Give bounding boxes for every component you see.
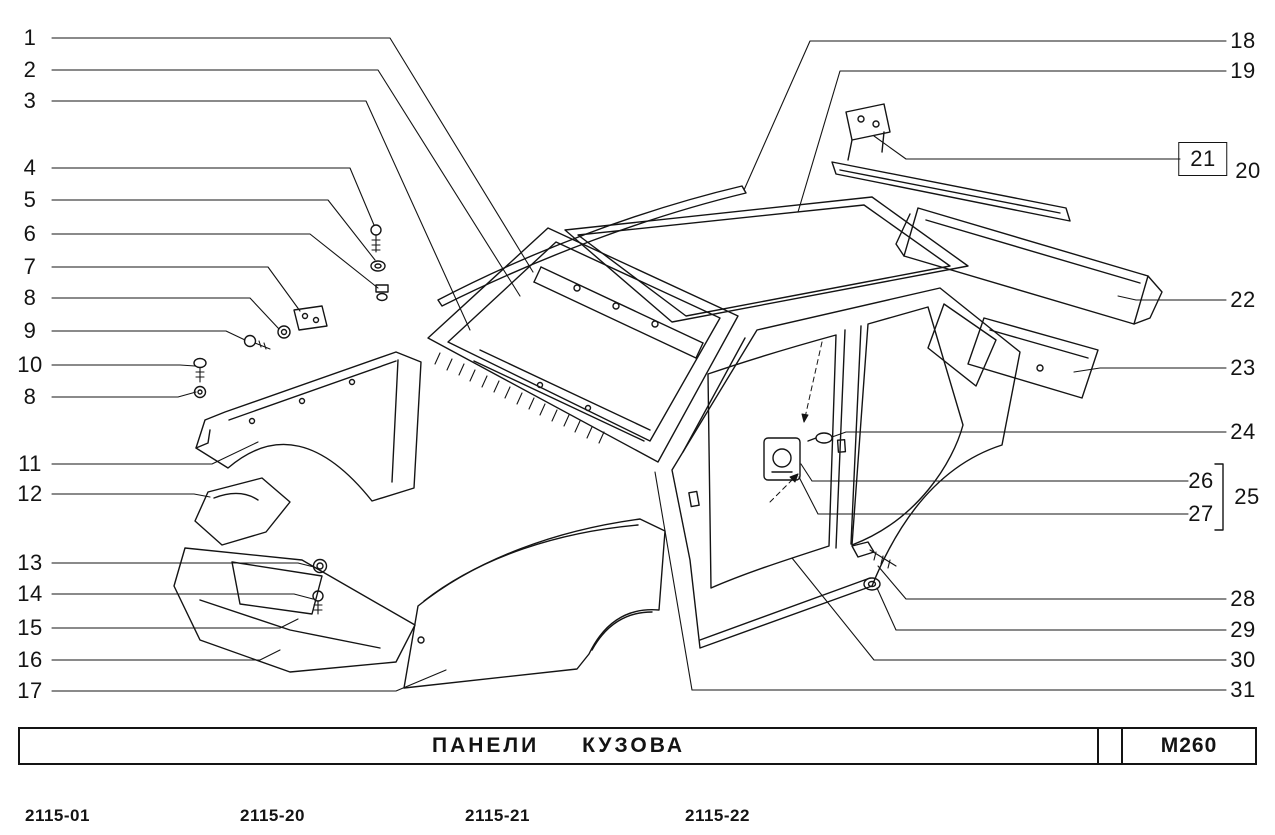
- rear-window-frame: [895, 207, 1163, 325]
- splash-shields: [173, 547, 416, 673]
- front-door-panel: [403, 518, 666, 689]
- leader-line-18: [743, 40, 1227, 191]
- model-code: 2115-20: [240, 806, 305, 825]
- rear-shelf-crossmember: [831, 103, 1071, 222]
- grommet-5: [370, 260, 386, 272]
- front-fender: [195, 351, 422, 502]
- lock-pin: [807, 432, 833, 444]
- leader-line-19: [797, 70, 1227, 213]
- washer-8a: [277, 325, 291, 339]
- door-lock-assembly: [763, 437, 801, 481]
- diagram-title: ПАНЕЛИ КУЗОВА: [432, 734, 685, 757]
- model-codes-row: 2115-01 2115-20 2115-21 2115-22: [0, 800, 1275, 832]
- leader-line-27: [798, 476, 1189, 515]
- sheet-code: М260: [1160, 734, 1218, 757]
- leader-line-29: [876, 587, 1227, 631]
- windshield-molding: [437, 185, 747, 307]
- leader-line-11: [51, 441, 259, 465]
- title-bar: ПАНЕЛИ КУЗОВА М260: [18, 727, 1257, 765]
- clip-6: [375, 284, 389, 302]
- windshield-frame: [427, 227, 739, 463]
- leader-line-22: [1117, 295, 1227, 301]
- leader-line-9: [51, 330, 246, 341]
- roof-panel: [564, 196, 969, 323]
- nut-13: [312, 558, 328, 574]
- diagram-title-cell: ПАНЕЛИ КУЗОВА: [20, 729, 1099, 763]
- screw-14: [312, 590, 324, 615]
- bolt-9: [243, 334, 271, 350]
- leader-line-23: [1073, 367, 1227, 373]
- leader-line-7: [51, 266, 301, 312]
- leader-line-10: [51, 364, 196, 367]
- callout-group-bracket-25: [1214, 463, 1224, 531]
- leader-line-21: [873, 135, 1181, 160]
- leader-line-1: [51, 37, 534, 273]
- model-code: 2115-22: [685, 806, 750, 825]
- leader-line-4: [51, 167, 375, 226]
- leader-line-15: [51, 618, 299, 629]
- leader-lines: [51, 37, 1227, 692]
- screw-fastener-4: [370, 224, 382, 253]
- leader-line-31: [654, 471, 1227, 691]
- model-code: 2115-21: [465, 806, 530, 825]
- leader-line-6: [51, 233, 379, 289]
- leader-line-26: [800, 463, 1189, 482]
- leader-line-28: [877, 565, 1227, 600]
- leader-line-24: [831, 431, 1227, 438]
- leader-line-8: [51, 391, 197, 398]
- leader-line-5: [51, 199, 376, 261]
- fender-liner: [194, 477, 291, 546]
- sheet-code-cell: М260: [1123, 729, 1255, 763]
- rear-quarter-upper-panel: [967, 317, 1099, 399]
- bolt-10: [193, 357, 207, 383]
- bracket-7: [293, 305, 328, 331]
- leader-line-30: [791, 557, 1227, 661]
- model-code: 2115-01: [25, 806, 90, 825]
- leader-line-2: [51, 69, 521, 297]
- leader-line-17: [51, 669, 447, 692]
- leader-line-16: [51, 649, 281, 661]
- leader-line-14: [51, 593, 314, 600]
- washer-29: [863, 577, 881, 591]
- leader-line-12: [51, 493, 211, 498]
- bolt-28: [851, 541, 897, 569]
- assembly-guide-arrows: [769, 341, 823, 503]
- leader-line-3: [51, 100, 471, 331]
- leader-line-13: [51, 562, 315, 568]
- leader-line-8: [51, 297, 280, 330]
- title-bar-divider: [1099, 729, 1123, 763]
- guide-arrowheads: [789, 413, 809, 483]
- cowl-hatching: [434, 352, 605, 444]
